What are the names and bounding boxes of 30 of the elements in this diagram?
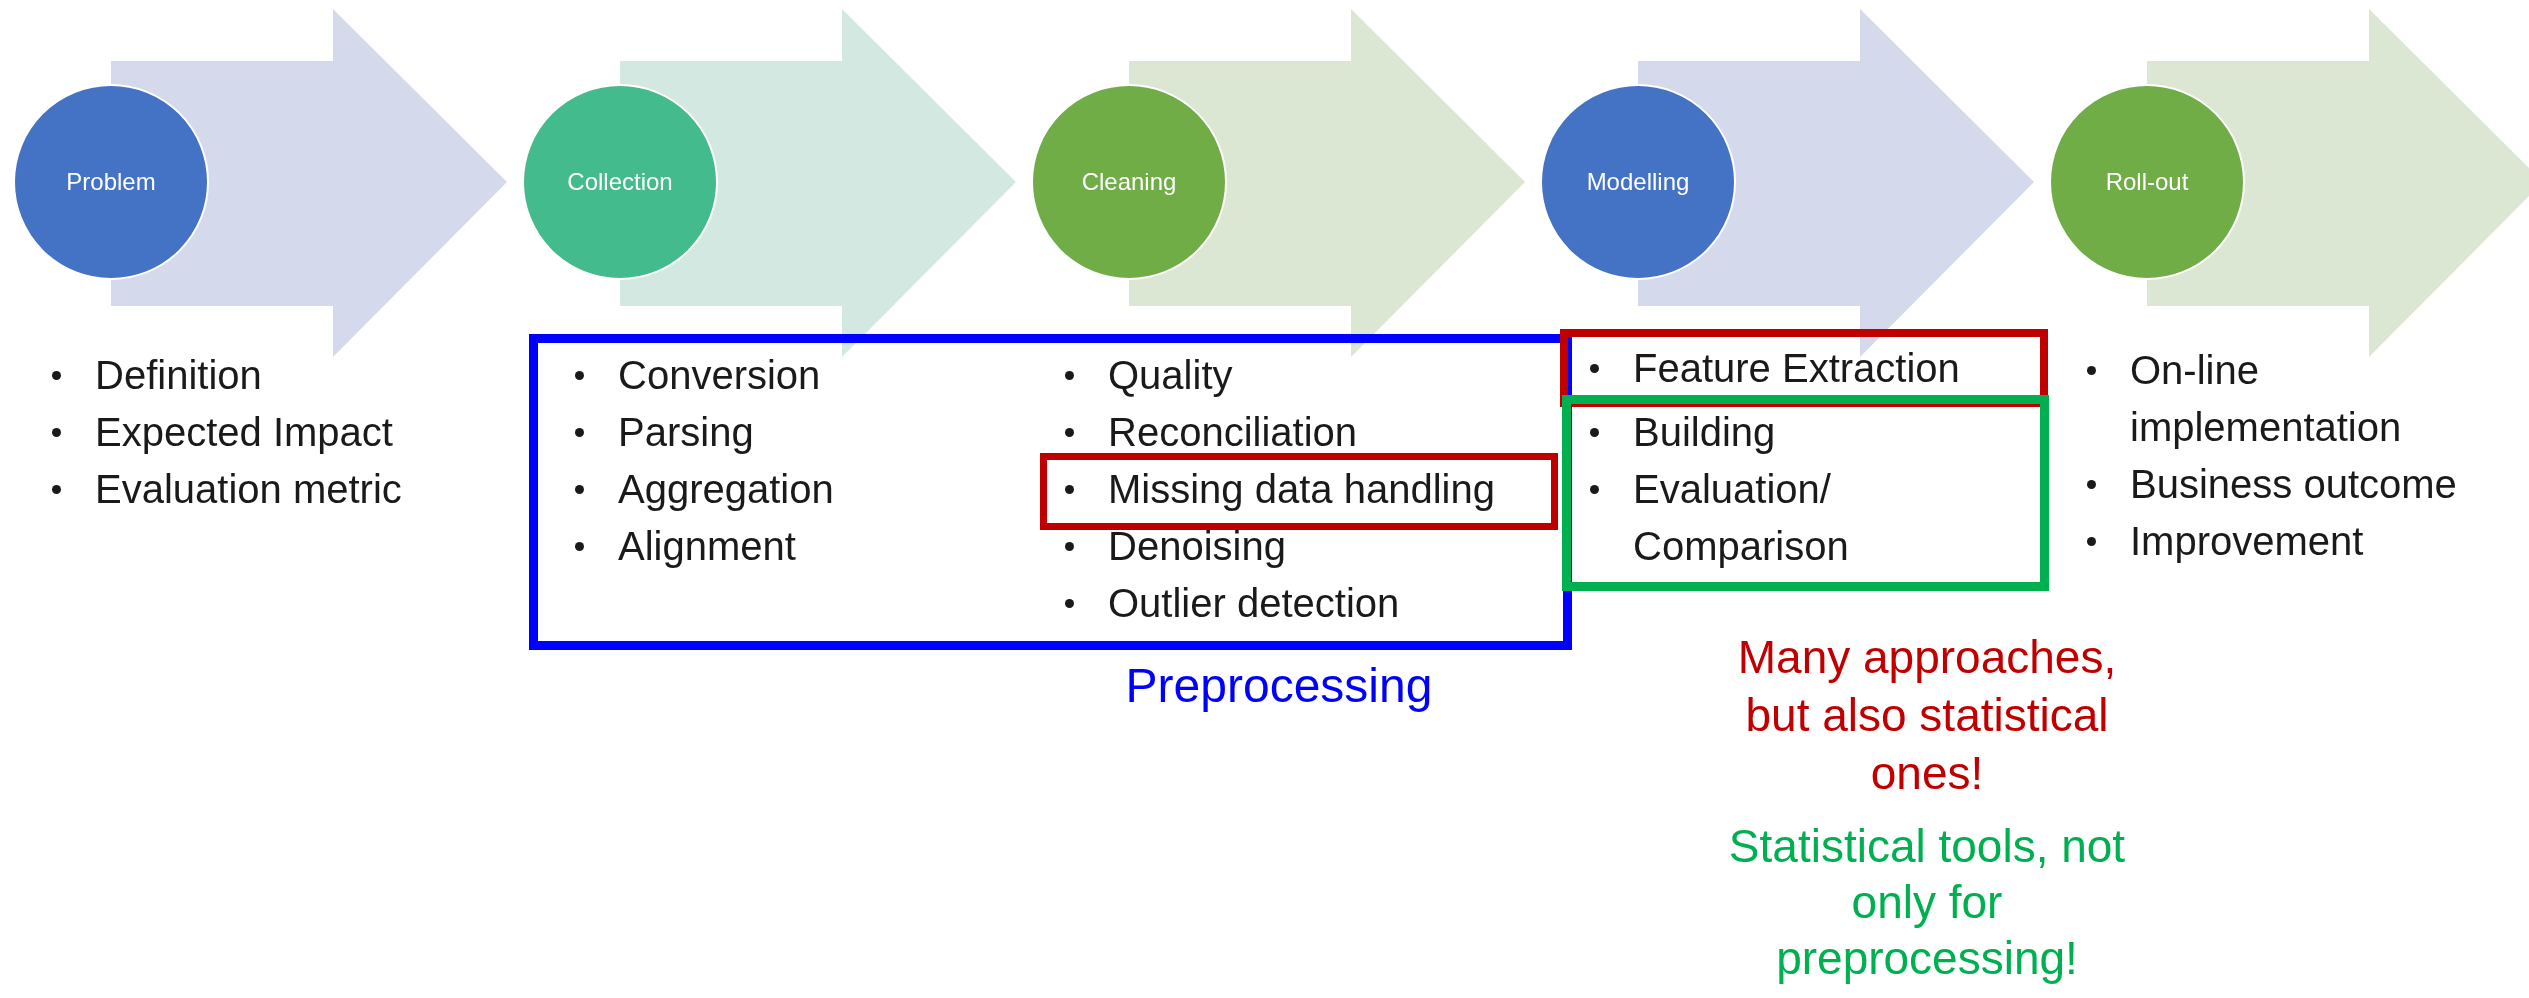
highlight-frame (1560, 329, 2048, 407)
stage-title: Roll-out (2105, 167, 2189, 197)
bullet-item: Conversion (618, 352, 822, 399)
stage-title: Cleaning (1081, 167, 1177, 197)
bullet-item: Expected Impact (95, 409, 394, 456)
highlight-frame (1040, 453, 1558, 530)
bullet-item: Building (1633, 409, 1777, 456)
bullet-item: Evaluation/ Comparison (1633, 466, 1850, 570)
bullet-item: Improvement (2130, 518, 2365, 565)
bullet-item: Quality (1108, 352, 1234, 399)
bullet-item: Parsing (618, 409, 755, 456)
note-text: Preprocessing (1124, 658, 1434, 714)
bullet-item: Evaluation metric (95, 466, 403, 513)
bullet-item: Feature Extraction (1633, 345, 1961, 392)
bullet-item: Reconciliation (1108, 409, 1359, 456)
bullet-item: Aggregation (618, 466, 835, 513)
note-text: Statistical tools, not only for preprocessing! (1727, 819, 2127, 986)
highlight-frame (1562, 395, 2049, 591)
bullet-item: Definition (95, 352, 263, 399)
bullet-item: Denoising (1108, 523, 1287, 570)
stage-title: Modelling (1586, 167, 1690, 197)
bullet-item: On-line implementation (2130, 347, 2403, 451)
bullet-item: Outlier detection (1108, 580, 1401, 627)
highlight-frame (529, 334, 1572, 650)
bullet-item: Alignment (618, 523, 797, 570)
stage-title: Collection (567, 167, 673, 197)
stage-title: Problem (66, 167, 156, 197)
bullet-item: Business outcome (2130, 461, 2458, 508)
bullet-item: Missing data handling (1108, 466, 1496, 513)
note-text: Many approaches, but also statistical ones! (1736, 630, 2118, 801)
